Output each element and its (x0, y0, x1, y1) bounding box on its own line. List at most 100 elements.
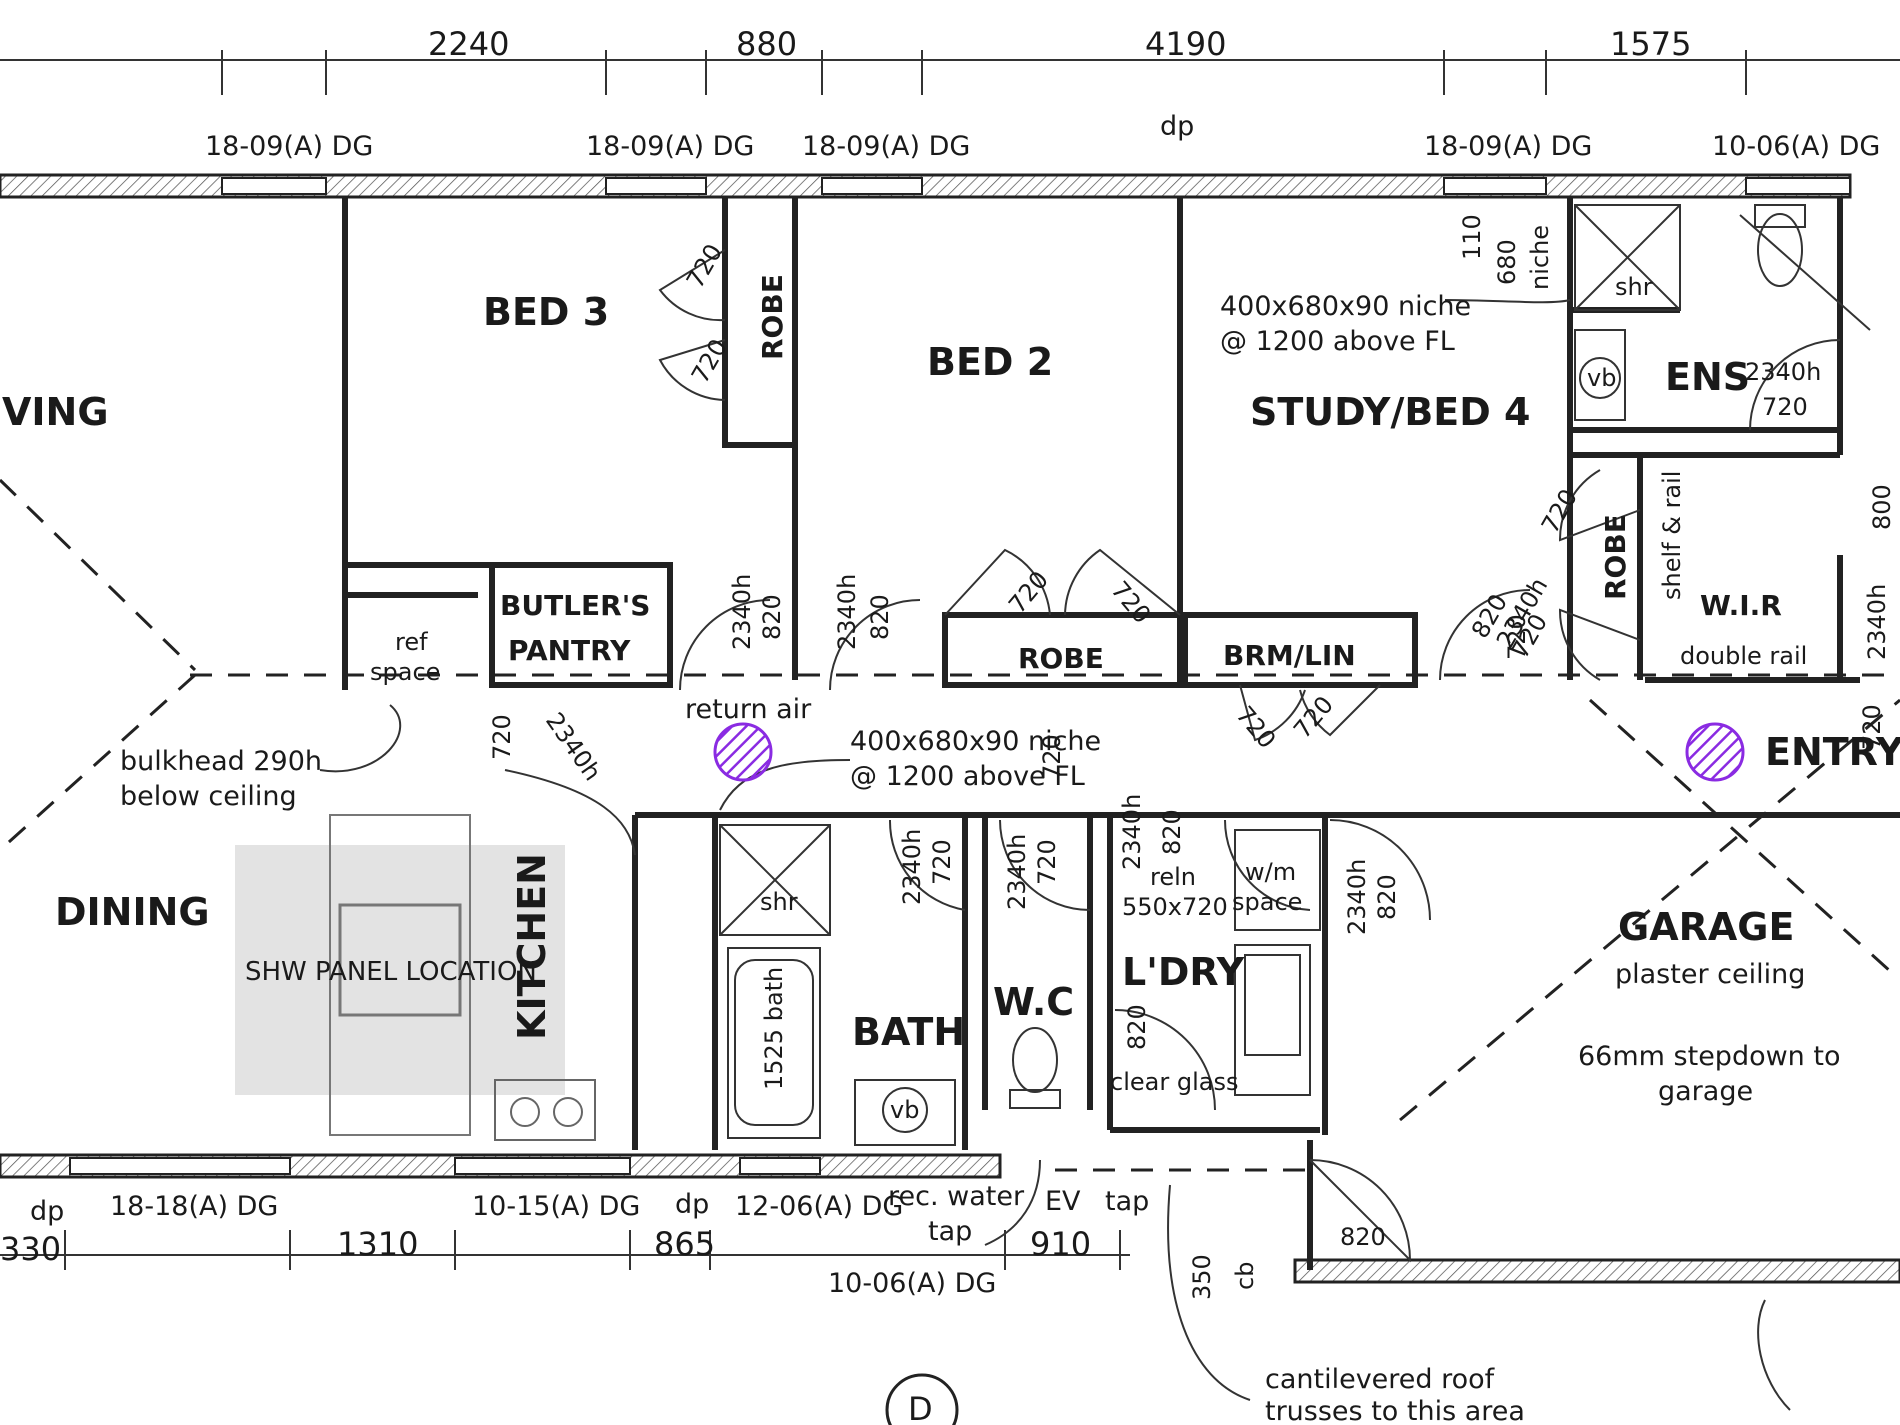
room-wir: W.I.R (1700, 589, 1782, 622)
room-ens: ENS (1665, 355, 1750, 399)
note-garage-ceiling: plaster ceiling (1615, 959, 1805, 990)
note-bulkhead: bulkhead 290h (120, 746, 322, 777)
downpipe-top: dp (1160, 111, 1194, 142)
kitchen-sink-bowl-1 (510, 1097, 540, 1127)
room-wc: W.C (993, 980, 1074, 1024)
shw-panel-area (235, 845, 565, 1095)
door-label-8: 720 (1105, 576, 1156, 629)
note-cantilever: cantilevered roof (1265, 1364, 1496, 1395)
entry-air-marker (1685, 722, 1745, 782)
window-label-top-3: 18-09(A) DG (802, 131, 970, 162)
downpipe-bottom-1: dp (30, 1196, 64, 1227)
door-label-10: 720 (1288, 691, 1339, 744)
room-robe-bed2: ROBE (1018, 642, 1104, 675)
door-label-23: 820 (1123, 1004, 1151, 1050)
kitchen-sink-bowl-2 (553, 1097, 583, 1127)
note-clear-glass: clear glass (1110, 1068, 1238, 1096)
bottom-dim-4: 910 (1030, 1225, 1091, 1263)
door-label-5: 2340h (833, 574, 861, 650)
exterior-wall-bottom (0, 830, 1900, 1284)
room-kitchen: KITCHEN (510, 853, 554, 1040)
note-reln: reln (1150, 863, 1196, 891)
door-label-9: 720 (1230, 701, 1281, 754)
exterior-wall-top (0, 173, 1852, 199)
note-rec-water-2: tap (928, 1216, 972, 1247)
door-label-21: 2340h (1343, 859, 1371, 935)
door-label-34: 720 (1503, 614, 1531, 660)
room-bed3: BED 3 (483, 290, 609, 334)
window-label-top-1: 18-09(A) DG (205, 131, 373, 162)
door-label-4: 820 (758, 594, 786, 640)
top-dim-3: 4190 (1145, 25, 1226, 63)
ceiling-dashed-lines (0, 478, 1900, 1172)
note-niche-top: 400x680x90 niche (1220, 291, 1471, 322)
top-dim-4: 1575 (1610, 25, 1691, 63)
door-label-27: 800 (1868, 484, 1896, 530)
note-niche-bath-2: @ 1200 above FL (850, 761, 1085, 792)
room-butlers-line2: PANTRY (508, 634, 631, 667)
window-label-top-5: 10-06(A) DG (1712, 131, 1880, 162)
kitchen-cooktop (338, 903, 462, 1017)
door-label-1: 720 (681, 239, 728, 293)
return-air-marker (713, 722, 773, 782)
window-label-bottom-1: 18-18(A) DG (110, 1191, 278, 1222)
bottom-dim-3: 865 (654, 1225, 715, 1263)
room-entry: ENTRY (1765, 730, 1900, 774)
note-stepdown-2: garage (1658, 1076, 1753, 1107)
door-label-7: 720 (1003, 566, 1054, 619)
room-dining: DINING (55, 890, 210, 934)
door-label-22: 820 (1373, 874, 1401, 920)
room-garage: GARAGE (1618, 905, 1794, 949)
note-wm-2: space (1232, 888, 1302, 916)
bottom-dimension-lines (0, 1230, 1130, 1270)
door-label-32: 680 (1493, 239, 1521, 285)
room-bath: BATH (852, 1010, 965, 1054)
note-ens-h: 2340h (1745, 358, 1821, 386)
room-laundry: L'DRY (1122, 950, 1245, 994)
door-label-19: 2340h (1118, 794, 1146, 870)
room-robe-master: ROBE (1599, 514, 1632, 600)
door-label-17: 2340h (1003, 834, 1031, 910)
bottom-dim-2: 1310 (337, 1225, 418, 1263)
shw-panel-label: SHW PANEL LOCATION (245, 957, 537, 987)
top-dimension-lines (0, 50, 1900, 95)
note-bath-tub: 1525 bath (760, 967, 788, 1090)
note-bulkhead-2: below ceiling (120, 781, 297, 812)
note-rec-water: rec. water (888, 1181, 1025, 1212)
bottom-dim-1: 330 (0, 1230, 61, 1268)
note-vb-bath: vb (890, 1096, 919, 1124)
room-bed2: BED 2 (927, 340, 1053, 384)
door-label-26: 720 (1858, 704, 1886, 750)
kitchen-sink (494, 1079, 596, 1141)
section-marker-label: D (908, 1390, 933, 1425)
room-living: VING (2, 390, 109, 434)
room-robe-bed3: ROBE (756, 274, 789, 360)
note-ev: EV (1045, 1186, 1081, 1217)
note-reln-2: 550x720 (1122, 893, 1228, 921)
window-label-top-2: 18-09(A) DG (586, 131, 754, 162)
door-label-25: 2340h (1863, 584, 1891, 660)
top-dim-2: 880 (736, 25, 797, 63)
room-butlers-line1: BUTLER'S (500, 589, 650, 622)
note-ref-2: space (370, 658, 440, 686)
window-label-bottom-2: 10-15(A) DG (472, 1191, 640, 1222)
room-study: STUDY/BED 4 (1250, 390, 1530, 434)
section-marker (885, 1373, 959, 1425)
window-label-top-4: 18-09(A) DG (1424, 131, 1592, 162)
door-label-24: 820 (1340, 1223, 1386, 1251)
door-label-16: 720 (928, 839, 956, 885)
note-return-air: return air (685, 694, 812, 725)
door-label-29: 720 (488, 714, 516, 760)
downpipe-bottom-2: dp (675, 1189, 709, 1220)
note-niche-ens: niche (1526, 225, 1554, 290)
window-label-bottom-3: 12-06(A) DG (735, 1191, 903, 1222)
note-shr-ens: shr (1615, 273, 1653, 301)
note-tap: tap (1105, 1186, 1149, 1217)
interior-walls-upper (342, 197, 1860, 690)
kitchen-island (329, 814, 471, 1136)
note-stepdown: 66mm stepdown to (1578, 1041, 1841, 1072)
door-label-33: 350 (1188, 1254, 1216, 1300)
window-label-bottom-4: 10-06(A) DG (828, 1268, 996, 1299)
note-shr-bath: shr (760, 888, 798, 916)
